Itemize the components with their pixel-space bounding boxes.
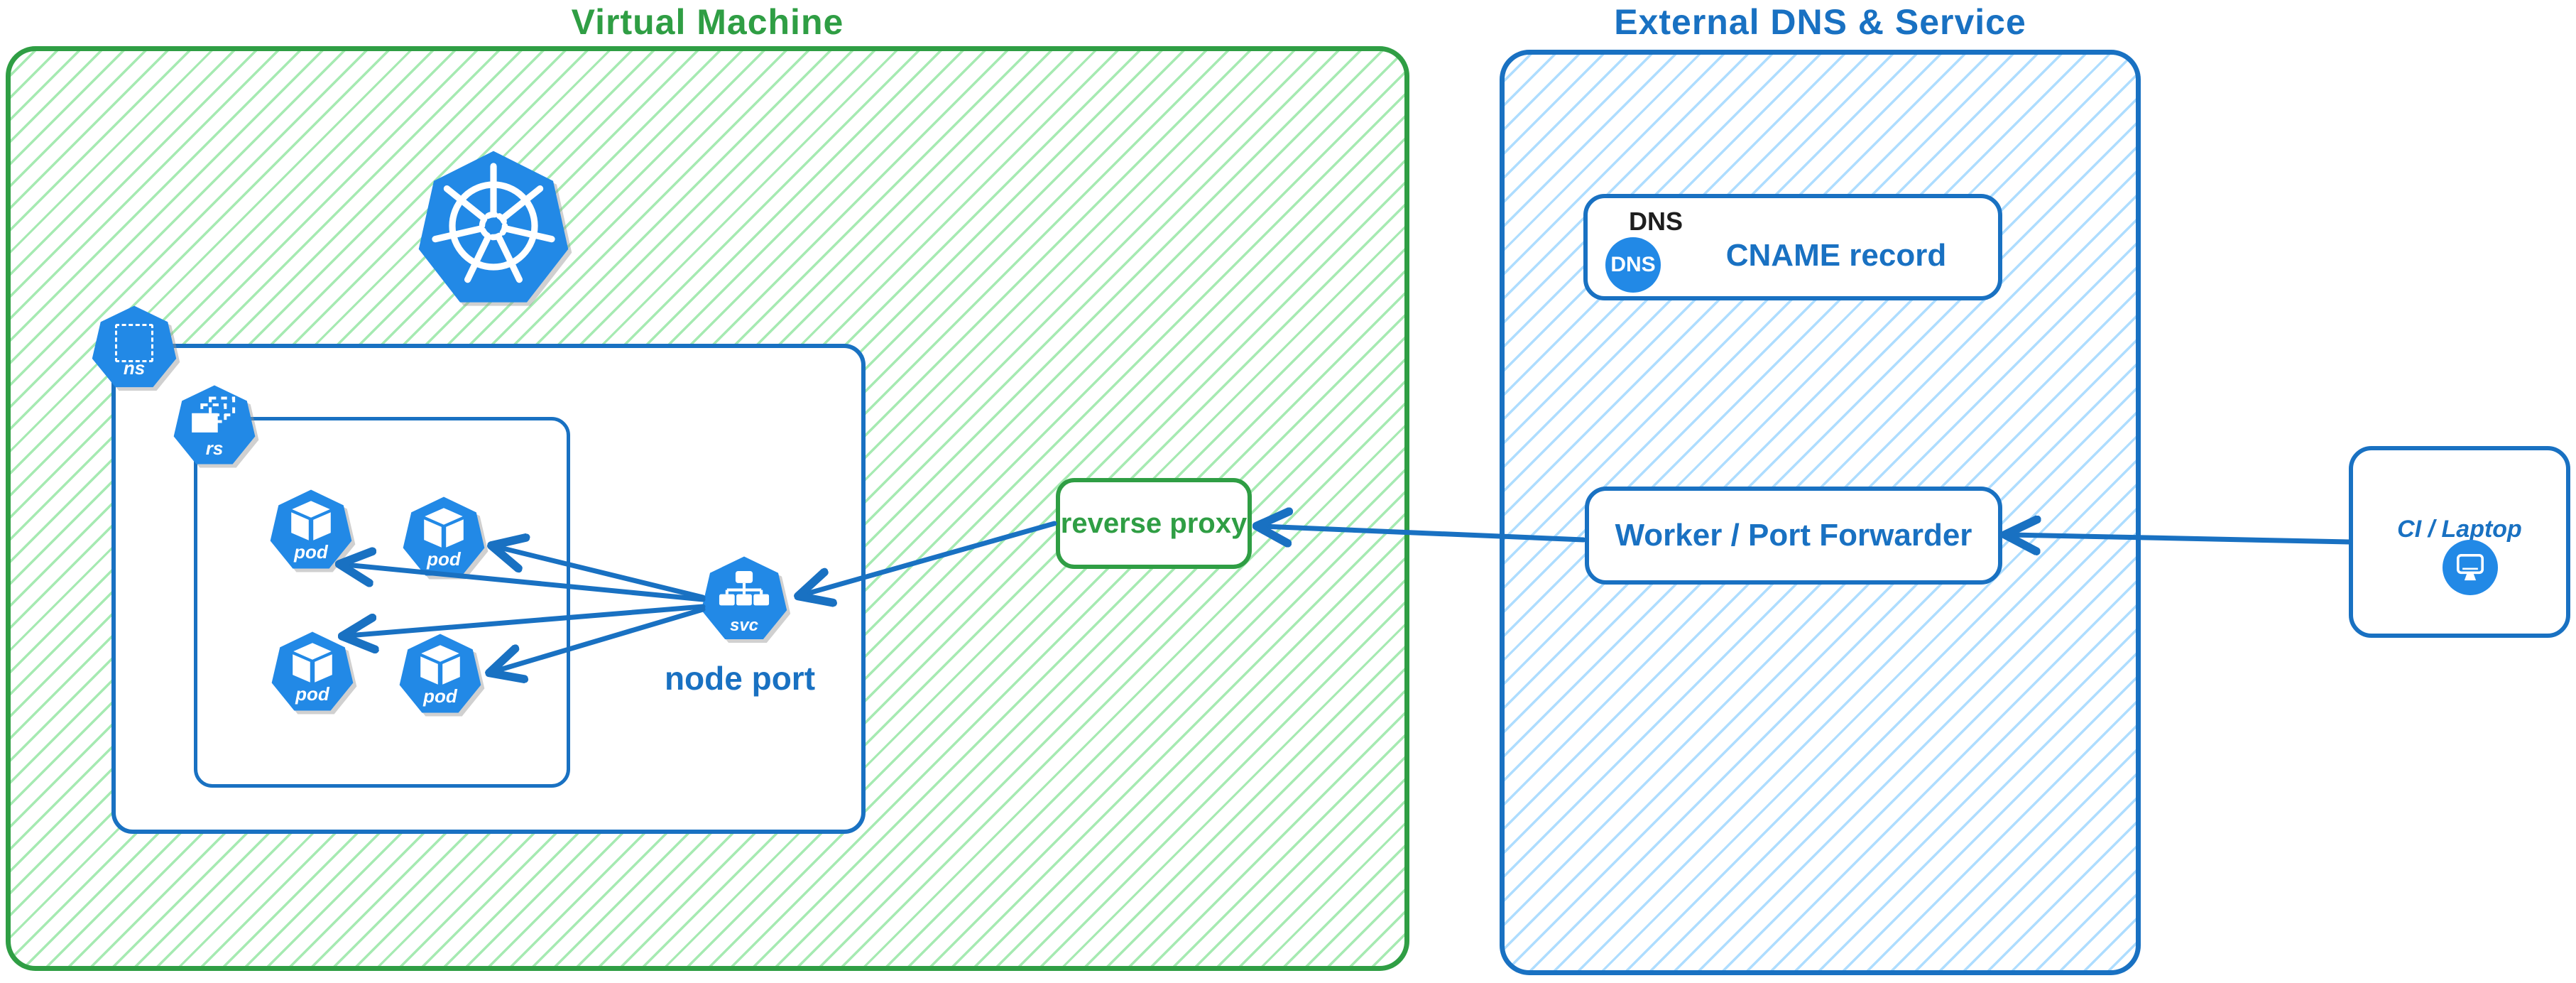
- monitor-icon: [2443, 540, 2498, 595]
- service-label: svc: [729, 615, 759, 635]
- pod-label: pod: [294, 541, 328, 563]
- cube-icon: [291, 500, 331, 541]
- vm-title: Virtual Machine: [571, 2, 844, 42]
- reverse-proxy-box: reverse proxy: [1056, 478, 1252, 569]
- pod-icon: pod: [269, 630, 356, 717]
- replicaset-icon: rs: [171, 384, 258, 470]
- replicaset-glyph-icon: [192, 396, 236, 433]
- namespace-label: ns: [123, 357, 146, 379]
- cname-record-label: CNAME record: [1725, 238, 1947, 273]
- pod-label: pod: [427, 548, 461, 570]
- cube-icon: [293, 642, 332, 683]
- dns-badge-label: DNS: [1610, 253, 1656, 276]
- namespace-dashed-square: [115, 323, 153, 362]
- client-box: CI / Laptop: [2349, 446, 2570, 638]
- kubernetes-logo-icon: [414, 148, 573, 314]
- pod-icon: pod: [400, 495, 487, 582]
- monitor-glyph-icon: [2456, 553, 2484, 581]
- pod-label: pod: [295, 683, 329, 705]
- dns-badge-icon: DNS: [1605, 237, 1661, 293]
- reverse-proxy-label: reverse proxy: [1060, 507, 1248, 539]
- replicaset-label: rs: [205, 438, 224, 460]
- namespace-icon: ns: [89, 304, 179, 393]
- cube-icon: [420, 644, 460, 685]
- dns-heading: DNS: [1629, 207, 1683, 236]
- pod-label: pod: [423, 685, 457, 707]
- client-label: CI / Laptop: [2397, 516, 2522, 543]
- pod-icon: pod: [397, 632, 484, 719]
- external-title: External DNS & Service: [1614, 2, 2026, 42]
- worker-label: Worker / Port Forwarder: [1615, 518, 1972, 553]
- dns-record-box: DNS DNS CNAME record: [1583, 194, 2002, 300]
- node-port-label: node port: [664, 660, 816, 697]
- service-tree-icon: [719, 571, 770, 606]
- replicaset-box: [194, 417, 570, 788]
- kubernetes-wheel-icon: [432, 163, 555, 283]
- worker-box: Worker / Port Forwarder: [1585, 487, 2002, 585]
- service-icon: svc: [699, 555, 790, 646]
- pod-icon: pod: [268, 488, 354, 575]
- cube-icon: [424, 507, 464, 548]
